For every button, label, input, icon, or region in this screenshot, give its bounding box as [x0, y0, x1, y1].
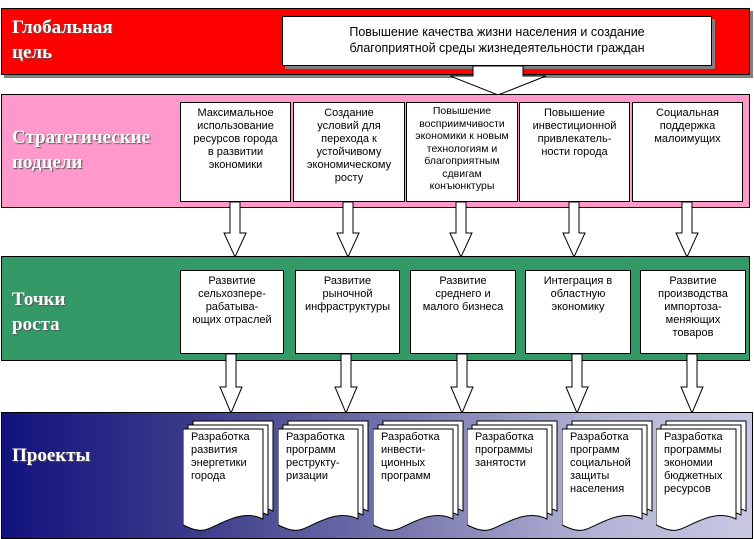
project-document: Разработка программы экономии бюджетных …	[656, 420, 747, 532]
project-item: Разработка программ социальной защиты на…	[570, 431, 631, 495]
strategic-item: Создание условий для перехода к устойчив…	[293, 102, 405, 202]
project-item: Разработка инвести- ционных программ	[381, 431, 440, 482]
document-stack-icon	[562, 420, 653, 531]
arrow-strategic-to-growth	[336, 202, 360, 258]
project-item: Разработка программы экономии бюджетных …	[664, 431, 723, 495]
arrow-growth-to-projects	[450, 354, 474, 414]
document-stack-icon	[278, 420, 369, 531]
project-document: Разработка программ реструкту- ризации	[278, 420, 369, 532]
project-item: Разработка программ реструкту- ризации	[286, 431, 345, 482]
growth-item: Развитие среднего и малого бизнеса	[410, 270, 516, 354]
project-document: Разработка инвести- ционных программ	[373, 420, 464, 532]
arrow-strategic-to-growth	[675, 202, 699, 258]
global-goal-label: Глобальная цель	[12, 17, 113, 63]
global-goal-box: Повышение качества жизни населения и соз…	[282, 16, 712, 66]
strategic-subgoals-label: Стратегические подцели	[12, 127, 151, 173]
arrow-strategic-to-growth	[449, 202, 473, 258]
arrow-strategic-to-growth	[562, 202, 586, 258]
document-stack-icon	[467, 420, 558, 531]
strategic-item: Повышение восприимчивости экономики к но…	[406, 102, 518, 202]
strategic-item: Повышение инвестиционной привлекатель- н…	[519, 102, 630, 202]
project-document: Разработка развития энергетики города	[183, 420, 274, 532]
document-stack-icon	[373, 420, 464, 531]
project-item: Разработка программы занятости	[475, 431, 534, 469]
growth-points-label: Точки роста	[12, 289, 66, 335]
strategic-item: Социальная поддержка малоимущих	[632, 102, 743, 202]
arrow-growth-to-projects	[680, 354, 704, 414]
projects-label: Проекты	[12, 445, 91, 466]
document-stack-icon	[183, 420, 274, 531]
document-stack-icon	[656, 420, 747, 531]
project-document: Разработка программ социальной защиты на…	[562, 420, 653, 532]
growth-item: Развитие производства импортоза- меняющи…	[640, 270, 746, 354]
arrow-growth-to-projects	[565, 354, 589, 414]
arrow-strategic-to-growth	[223, 202, 247, 258]
growth-item: Интеграция в областную экономику	[525, 270, 631, 354]
growth-item: Развитие рыночной инфраструктуры	[295, 270, 400, 354]
arrow-growth-to-projects	[219, 354, 243, 414]
arrow-growth-to-projects	[334, 354, 358, 414]
growth-item: Развитие сельхозпере- рабатыва- ющих отр…	[180, 270, 284, 354]
project-document: Разработка программы занятости	[467, 420, 558, 532]
project-item: Разработка развития энергетики города	[191, 431, 250, 482]
arrow-global-to-strategic	[450, 66, 547, 96]
strategic-item: Максимальное использование ресурсов горо…	[180, 102, 291, 202]
